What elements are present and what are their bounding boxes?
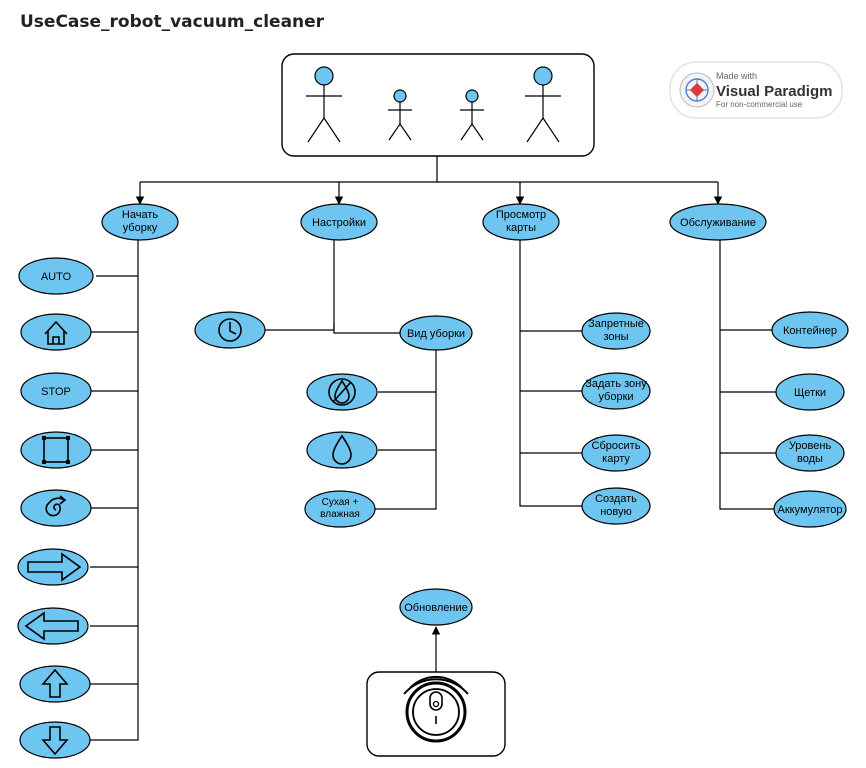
arrow-right-icon	[27, 552, 82, 582]
watermark-made-with: Made with	[716, 71, 757, 81]
actor-1	[306, 66, 342, 143]
set-zone-label-2: уборки	[598, 391, 633, 403]
use-case-reset-map[interactable]: Сбросить карту	[581, 434, 651, 472]
water-label-1: Уровень	[789, 440, 832, 452]
battery-label: Аккумулятор	[778, 504, 843, 516]
no-go-label-2: зоны	[603, 331, 628, 343]
stop-label: STOP	[41, 386, 71, 398]
use-case-update[interactable]: Обновление	[399, 588, 473, 626]
start-label-2: уборку	[123, 222, 158, 234]
use-case-right[interactable]	[17, 548, 89, 586]
settings-label: Настройки	[312, 217, 366, 229]
actor-4	[525, 66, 561, 143]
use-case-dry[interactable]	[306, 373, 378, 411]
use-case-spot[interactable]	[20, 489, 92, 527]
watermark-brand: Visual Paradigm	[716, 83, 832, 100]
no-water-drop-icon	[328, 378, 356, 406]
actors-frame	[281, 53, 595, 157]
actor-3	[460, 89, 484, 141]
diagram-title: UseCase_robot_vacuum_cleaner	[20, 12, 325, 32]
use-case-down[interactable]	[19, 721, 91, 759]
reset-map-label-2: карту	[602, 453, 630, 465]
use-case-set-zone[interactable]: Задать зону уборки	[581, 372, 651, 410]
use-case-view-map[interactable]: Просмотр карты	[482, 203, 560, 241]
use-case-auto[interactable]: AUTO	[18, 257, 94, 295]
no-go-label-1: Запретные	[588, 318, 644, 330]
cleaning-mode-label: Вид уборки	[407, 328, 465, 340]
use-case-new-map[interactable]: Создать новую	[581, 487, 651, 525]
robot-vacuum-icon	[403, 675, 469, 743]
watermark-badge	[669, 61, 843, 119]
spiral-icon	[45, 495, 67, 517]
use-case-water-level[interactable]: Уровень воды	[775, 434, 845, 472]
arrow-up-icon	[41, 668, 69, 698]
use-case-no-go-zones[interactable]: Запретные зоны	[581, 312, 651, 350]
use-case-zone[interactable]	[20, 431, 92, 469]
zone-frame-icon	[42, 436, 70, 464]
new-map-label-1: Создать	[595, 493, 637, 505]
dry-wet-label-1: Сухая +	[322, 497, 359, 508]
set-zone-label-1: Задать зону	[585, 378, 647, 390]
actor-2	[388, 89, 412, 141]
visual-paradigm-watermark: Made with Visual Paradigm For non-commer…	[669, 61, 843, 119]
clock-icon	[218, 318, 242, 342]
use-case-dry-wet[interactable]: Сухая + влажная	[304, 490, 376, 528]
use-case-left[interactable]	[17, 607, 89, 645]
robot-vacuum-actor	[366, 671, 506, 757]
use-case-container[interactable]: Контейнер	[771, 311, 849, 349]
watermark-note: For non-commercial use	[716, 100, 803, 109]
use-case-home[interactable]	[20, 313, 92, 351]
water-drop-icon	[332, 434, 352, 465]
actors-group	[281, 53, 595, 157]
use-case-schedule[interactable]	[194, 311, 266, 349]
use-case-settings[interactable]: Настройки	[300, 203, 378, 241]
start-label-1: Начать	[122, 209, 158, 221]
brushes-label: Щетки	[794, 387, 826, 399]
arrow-left-icon	[24, 611, 79, 641]
use-case-wet[interactable]	[306, 431, 378, 469]
water-label-2: воды	[797, 453, 823, 465]
arrow-down-icon	[41, 726, 69, 756]
use-case-up[interactable]	[19, 665, 91, 703]
globe-icon	[679, 72, 715, 108]
use-case-start-cleaning[interactable]: Начать уборку	[101, 203, 179, 241]
robot-frame	[366, 671, 506, 757]
use-case-stop[interactable]: STOP	[20, 372, 92, 410]
use-case-battery[interactable]: Аккумулятор	[773, 490, 847, 528]
map-label-1: Просмотр	[496, 209, 546, 221]
new-map-label-2: новую	[600, 506, 632, 518]
auto-label: AUTO	[41, 271, 72, 283]
home-icon	[44, 320, 68, 345]
service-label: Обслуживание	[680, 217, 756, 229]
use-case-brushes[interactable]: Щетки	[775, 373, 845, 411]
container-label: Контейнер	[783, 325, 837, 337]
connectors	[88, 156, 776, 741]
dry-wet-label-2: влажная	[320, 509, 360, 520]
use-case-service[interactable]: Обслуживание	[669, 203, 767, 241]
reset-map-label-1: Сбросить	[592, 440, 641, 452]
update-label: Обновление	[404, 602, 468, 614]
map-label-2: карты	[506, 222, 536, 234]
use-case-cleaning-mode[interactable]: Вид уборки	[399, 315, 473, 351]
